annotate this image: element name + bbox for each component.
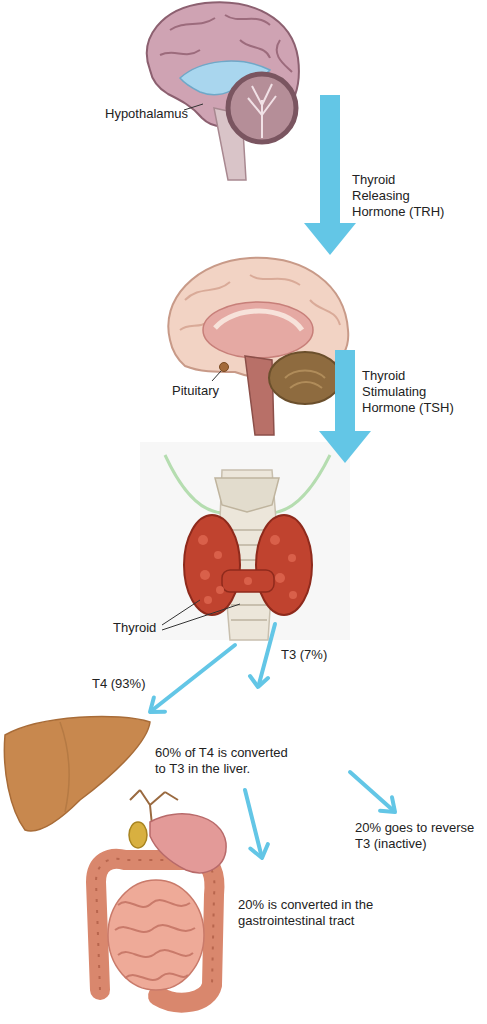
arrow-shaft bbox=[320, 105, 330, 225]
hormone-label: Thyroid Releasing Hormone (TRH) bbox=[352, 172, 452, 220]
hormone-arrow bbox=[304, 105, 356, 255]
conversion-arrow bbox=[245, 790, 268, 858]
reverse-t3-node: 20% goes to reverse T3 (inactive) bbox=[350, 812, 484, 858]
organ-label: Pituitary bbox=[172, 383, 219, 399]
liver-illustration bbox=[4, 716, 150, 831]
conversion-arrow bbox=[350, 772, 395, 812]
brain-sagittal-illustration bbox=[147, 2, 299, 180]
organ-label: 20% is converted in the gastrointestinal… bbox=[238, 897, 378, 929]
gi-tract-node: 20% is converted in the gastrointestinal… bbox=[70, 858, 385, 1020]
gi-tract-illustration bbox=[96, 790, 226, 1003]
thyroid-node: Thyroid bbox=[105, 463, 350, 645]
organ-label: Hypothalamus bbox=[105, 106, 188, 122]
flow-share-label: T3 (7%) bbox=[281, 647, 327, 663]
arrow-head bbox=[250, 844, 267, 858]
organ-label: 20% goes to reverse T3 (inactive) bbox=[355, 820, 480, 852]
arrow-shaft bbox=[245, 790, 262, 856]
hypothalamus-node: Hypothalamus bbox=[100, 0, 320, 182]
pituitary-node: Pituitary bbox=[160, 255, 335, 437]
brain-pituitary-illustration bbox=[168, 258, 348, 435]
arrow-shaft bbox=[152, 645, 235, 711]
organ-label: Thyroid bbox=[113, 620, 156, 636]
arrow-head bbox=[304, 223, 356, 255]
flow-share-label: T4 (93%) bbox=[92, 676, 145, 692]
arrow-head bbox=[150, 698, 165, 712]
arrow-head bbox=[380, 797, 395, 812]
arrow-head bbox=[319, 431, 371, 463]
arrow-shaft bbox=[350, 772, 394, 811]
organ-label: 60% of T4 is converted to T3 in the live… bbox=[155, 745, 295, 777]
conversion-arrow bbox=[150, 645, 235, 712]
liver-node: 60% of T4 is converted to T3 in the live… bbox=[0, 712, 350, 790]
hormone-label: Thyroid Stimulating Hormone (TSH) bbox=[362, 368, 462, 416]
arrow-shaft bbox=[335, 360, 345, 433]
thyroid-illustration bbox=[140, 442, 350, 687]
